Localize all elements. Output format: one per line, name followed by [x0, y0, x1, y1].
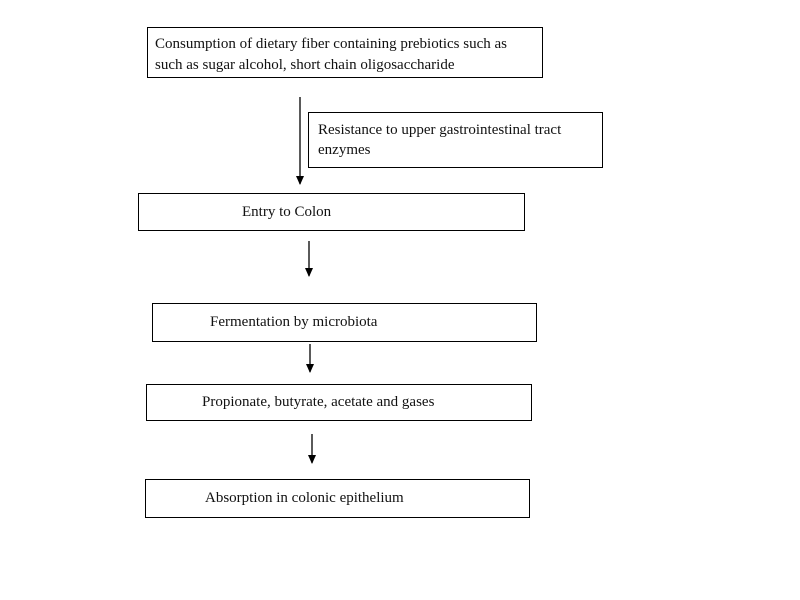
node-consumption-line1: Consumption of dietary fiber containing …	[155, 36, 508, 52]
node-resistance-line1: Resistance to upper gastrointestinal tra…	[318, 122, 562, 138]
node-resistance-annotation: Resistance to upper gastrointestinal tra…	[308, 112, 603, 168]
node-fermentation: Fermentation by microbiota	[152, 303, 537, 342]
node-propionate: Propionate, butyrate, acetate and gases	[146, 384, 532, 421]
node-consumption: Consumption of dietary fiber containing …	[147, 27, 543, 78]
node-absorption-label: Absorption in colonic epithelium	[205, 490, 404, 506]
node-absorption: Absorption in colonic epithelium	[145, 479, 530, 518]
node-resistance-line2: enzymes	[318, 142, 371, 158]
node-entry-label: Entry to Colon	[242, 203, 332, 220]
node-fermentation-label: Fermentation by microbiota	[210, 314, 378, 330]
node-consumption-line2: such as sugar alcohol, short chain oligo…	[155, 57, 455, 73]
node-propionate-label: Propionate, butyrate, acetate and gases	[202, 394, 435, 410]
node-entry-to-colon: Entry to Colon	[138, 193, 525, 231]
